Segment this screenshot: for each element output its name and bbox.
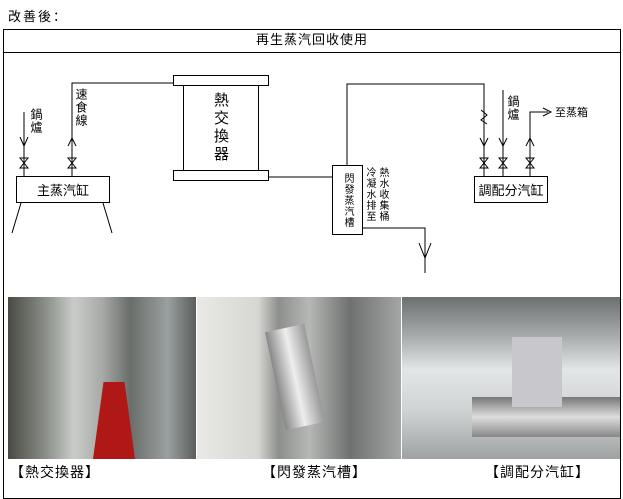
red-stand (93, 382, 135, 459)
heat-exchanger-label: 熱交換器 (212, 92, 230, 164)
caption-distribution-header: 【調配分汽缸】 (485, 465, 590, 481)
caption-flash-steam-tank: 【閃發蒸汽槽】 (262, 465, 367, 481)
photo-flash-steam-tank (197, 297, 401, 459)
photo-heat-exchanger (8, 297, 196, 459)
insulation-jacket (512, 337, 562, 407)
flash-tank-label: 閃發蒸汽槽 (342, 172, 353, 228)
label-to-steamer: 至蒸箱 (555, 106, 588, 119)
caption-heat-exchanger: 【熱交換器】 (10, 465, 100, 481)
figure-title: 再生蒸汽回收使用 (3, 29, 621, 53)
label-condensate-1: 冷凝水排至 (364, 167, 375, 222)
valve-icon (18, 157, 30, 169)
photo-distribution-header (402, 297, 620, 459)
distribution-header: 調配分汽缸 (474, 176, 548, 203)
piping-lines (11, 82, 553, 273)
heat-exchanger-top-flange (173, 75, 269, 86)
label-boiler-left: 鍋爐 (29, 108, 43, 134)
heat-exchanger: 熱交換器 (183, 86, 259, 170)
main-steam-header: 主蒸汽缸 (16, 176, 110, 203)
tank-body (265, 323, 325, 431)
valve-icon (497, 157, 509, 169)
label-boiler-right: 鍋爐 (506, 95, 520, 121)
flash-steam-tank: 閃發蒸汽槽 (332, 165, 363, 235)
label-condensate-2: 熱水收集桶 (377, 167, 388, 222)
heat-exchanger-bottom-flange (173, 170, 269, 181)
valve-icon (524, 157, 536, 169)
valve-icon (478, 157, 490, 169)
valve-icon (66, 157, 78, 169)
label-fast-food-line: 速食線 (74, 88, 88, 127)
heading: 改善後： (8, 10, 69, 25)
